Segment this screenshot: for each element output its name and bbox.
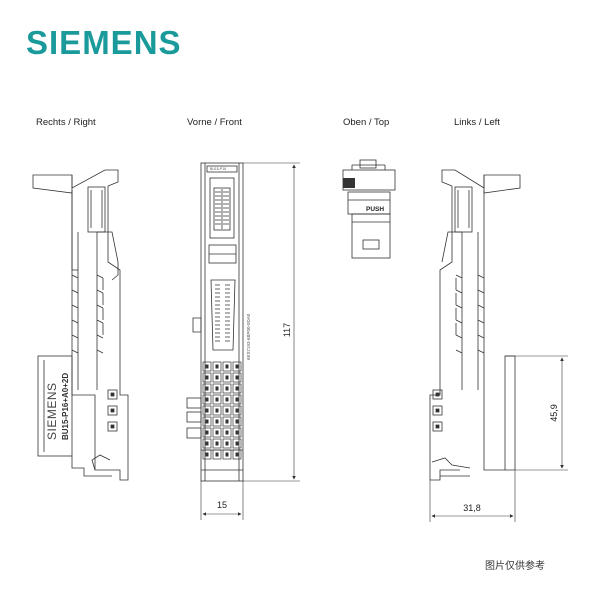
terminal-contact [205, 364, 209, 369]
terminal-contact [215, 408, 219, 413]
terminal-cell [202, 361, 212, 372]
terminal-contact [205, 419, 209, 424]
terminal-contact [225, 386, 229, 391]
terminal-contact [225, 419, 229, 424]
top-view-tab [343, 178, 355, 188]
terminal-cell [202, 438, 212, 449]
terminal-grid [202, 361, 242, 460]
terminal-cell [232, 427, 242, 438]
terminal-cell [212, 394, 222, 405]
terminal-cell [202, 405, 212, 416]
dimension-front-width [200, 481, 244, 520]
terminal-cell [202, 416, 212, 427]
push-label: PUSH [366, 206, 384, 213]
terminal-contact [225, 408, 229, 413]
terminal-cell [222, 361, 232, 372]
terminal-cell [232, 405, 242, 416]
terminal-contact [225, 430, 229, 435]
terminal-contact [205, 397, 209, 402]
terminal-cell [222, 372, 232, 383]
view-label-front: Vorne / Front [187, 117, 242, 128]
dimension-terminal-height-value: 45,9 [549, 404, 559, 422]
terminal-cell [222, 449, 232, 460]
terminal-cell [212, 361, 222, 372]
right-side-view [32, 169, 129, 481]
terminal-contact [235, 364, 239, 369]
terminal-contact [215, 452, 219, 457]
terminal-contact [215, 364, 219, 369]
terminal-contact [225, 452, 229, 457]
part-number-text: BU15-P16+A0+2D [61, 373, 70, 440]
left-side-view [429, 169, 521, 481]
dimension-height-value: 117 [282, 323, 292, 337]
terminal-cell [212, 438, 222, 449]
terminal-cell [232, 361, 242, 372]
terminal-contact [205, 375, 209, 380]
siemens-logo: SIEMENS [26, 24, 182, 61]
terminal-cell [202, 383, 212, 394]
terminal-cell [202, 427, 212, 438]
terminal-cell [212, 416, 222, 427]
terminal-cell [212, 449, 222, 460]
terminal-cell [232, 449, 242, 460]
terminal-cell [232, 394, 242, 405]
terminal-contact [205, 430, 209, 435]
footer-note: 图片仅供参考 [485, 561, 545, 572]
terminal-contact [235, 419, 239, 424]
article-number-text: 6ES7193-6BP00-0DA0 [246, 313, 251, 360]
view-label-top: Oben / Top [343, 117, 390, 128]
dimension-side-width-value: 31,8 [463, 503, 481, 513]
terminal-contact [215, 419, 219, 424]
terminal-cell [222, 438, 232, 449]
terminal-contact [205, 386, 209, 391]
terminal-contact [235, 386, 239, 391]
dimension-front-width-value: 15 [217, 500, 227, 510]
view-label-left: Links / Left [454, 117, 500, 128]
terminal-contact [215, 375, 219, 380]
dimension-terminal-height [515, 355, 568, 471]
dimension-height [243, 162, 300, 482]
terminal-contact [235, 430, 239, 435]
terminal-cell [212, 383, 222, 394]
front-header-text: BU15-P16 [210, 167, 226, 171]
terminal-contact [215, 397, 219, 402]
terminal-cell [232, 372, 242, 383]
terminal-cell [212, 427, 222, 438]
terminal-contact [205, 441, 209, 446]
terminal-cell [212, 372, 222, 383]
terminal-cell [222, 416, 232, 427]
terminal-contact [215, 386, 219, 391]
terminal-contact [225, 397, 229, 402]
terminal-contact [215, 430, 219, 435]
terminal-contact [215, 441, 219, 446]
terminal-contact [235, 375, 239, 380]
terminal-cell [232, 416, 242, 427]
terminal-cell [222, 383, 232, 394]
terminal-cell [222, 405, 232, 416]
terminal-contact [235, 397, 239, 402]
terminal-cell [212, 405, 222, 416]
terminal-cell [202, 394, 212, 405]
terminal-contact [205, 408, 209, 413]
dimension-side-width [429, 470, 516, 522]
terminal-contact [225, 441, 229, 446]
terminal-cell [202, 449, 212, 460]
terminal-cell [232, 438, 242, 449]
terminal-contact [225, 364, 229, 369]
terminal-contact [235, 441, 239, 446]
terminal-contact [235, 452, 239, 457]
terminal-cell [222, 427, 232, 438]
view-label-right: Rechts / Right [36, 117, 96, 128]
terminal-cell [232, 383, 242, 394]
front-view [186, 162, 244, 482]
terminal-contact [205, 452, 209, 457]
side-brand-text: SIEMENS [45, 382, 59, 440]
terminal-contact [235, 408, 239, 413]
terminal-cell [222, 394, 232, 405]
terminal-cell [202, 372, 212, 383]
terminal-contact [225, 375, 229, 380]
